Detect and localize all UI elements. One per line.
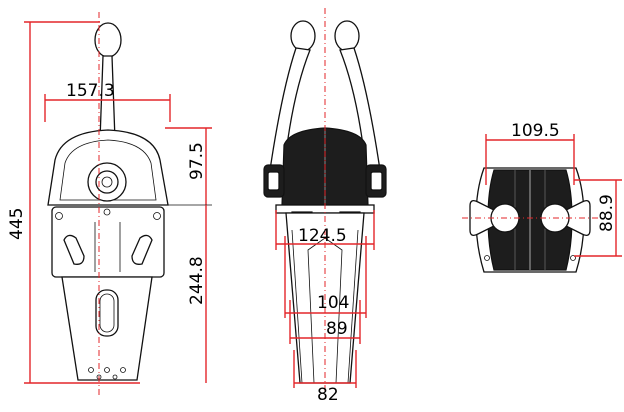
side-bolt-hole: [88, 367, 94, 373]
side-screw-icon: [55, 212, 63, 220]
side-bolt-hole: [120, 367, 126, 373]
front-lower-inner: [307, 237, 343, 384]
dim-overall-height: 445: [7, 208, 27, 240]
side-hub-inner: [95, 170, 119, 194]
side-hub-core: [101, 176, 113, 188]
dim-top-view-width: 109.5: [511, 121, 560, 141]
dim-width-c: 89: [326, 319, 348, 339]
dim-top-width: 157.3: [66, 81, 115, 101]
side-lower-slot-inner: [99, 293, 115, 333]
side-plate-slot-left: [63, 234, 85, 265]
dim-top-view-depth: 88.9: [597, 194, 617, 232]
front-lever-knob-right: [334, 20, 360, 52]
side-bolt-hole: [112, 374, 118, 380]
dim-width-a: 124.5: [298, 226, 347, 246]
dim-width-d: 82: [317, 385, 339, 405]
side-screw-icon: [153, 212, 161, 220]
side-lower-slot: [95, 289, 119, 337]
dim-body-height: 244.8: [187, 256, 207, 305]
side-screw-icon: [103, 208, 111, 216]
dim-width-b: 104: [317, 293, 349, 313]
side-bolt-hole: [104, 367, 110, 373]
top-view: 109.5 88.9: [462, 121, 622, 273]
side-plate-slot-right: [131, 234, 153, 265]
front-lever-knob-left: [290, 20, 316, 52]
side-view: 445 157.3 97.5 244.8: [7, 12, 212, 398]
front-view: 124.5 104 89 82: [263, 8, 387, 405]
side-head-inner: [59, 139, 157, 201]
dim-head-height: 97.5: [187, 142, 207, 180]
